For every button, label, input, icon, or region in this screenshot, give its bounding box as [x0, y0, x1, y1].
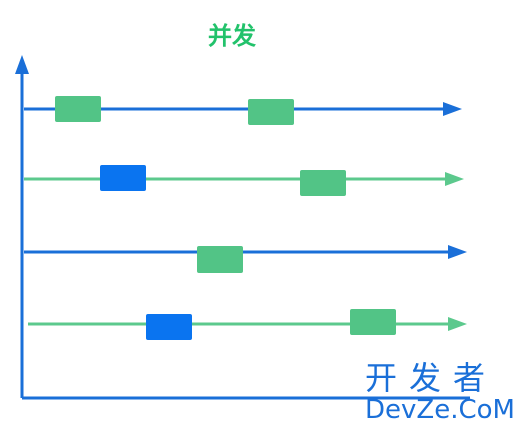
watermark-en: DevZe.CoM: [365, 395, 515, 425]
timeline-4-arrowhead: [448, 317, 467, 331]
diagram-title: 并发: [208, 22, 256, 50]
timeline-3-arrowhead: [448, 245, 467, 259]
timeline-3-task-block-1: [197, 246, 243, 273]
timeline-2-task-block-2: [300, 170, 346, 196]
watermark-cn: 开发者: [365, 359, 498, 397]
timeline-2-task-block-1: [100, 165, 146, 191]
timeline-4-task-block-1: [146, 314, 192, 340]
timeline-2-arrowhead: [445, 172, 464, 186]
timeline-1-arrowhead: [443, 102, 462, 116]
timeline-1-task-block-1: [55, 96, 101, 122]
timeline-1-task-block-2: [248, 99, 294, 125]
timeline-4-task-block-2: [350, 309, 396, 335]
y-axis-arrowhead: [15, 55, 29, 74]
